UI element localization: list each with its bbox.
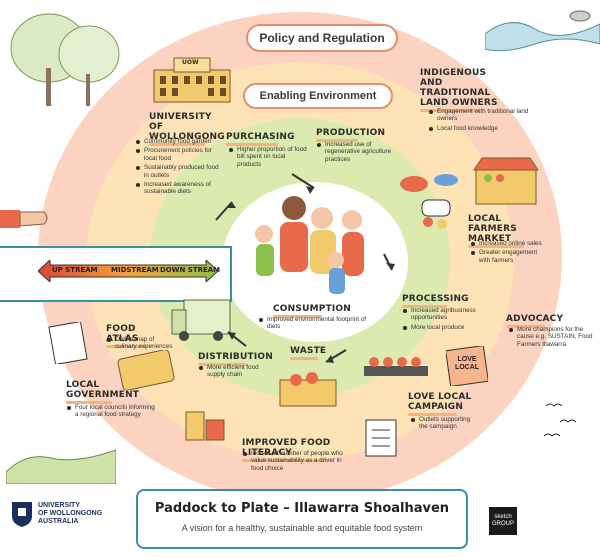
policy-regulation-pill: Policy and Regulation bbox=[246, 24, 398, 52]
boxes-illustration bbox=[279, 372, 337, 407]
advocacy-point-1: More champions for the cause e.g. SUSTAI… bbox=[508, 326, 594, 348]
farmers-market-point-1: Increased online sales bbox=[470, 240, 550, 247]
production-heading: PRODUCTION bbox=[316, 128, 385, 142]
food-atlas-heading: FOOD ATLAS bbox=[106, 324, 164, 348]
love-local-point-1: Outlets supporting the campaign bbox=[410, 416, 474, 431]
uow-heading: UNIVERSITY OF WOLLONGONG bbox=[149, 112, 229, 146]
production-point-1: Increased use of regenerative agricultur… bbox=[316, 141, 404, 163]
market-stall-illustration bbox=[473, 157, 539, 205]
processing-points: Increased agribusiness opportunities Mor… bbox=[402, 307, 492, 333]
uow-point-3: Sustainably produced food in outlets bbox=[135, 164, 223, 179]
distribution-points: More efficient food supply chain bbox=[198, 364, 274, 381]
page-subtitle: A vision for a healthy, sustainable and … bbox=[181, 523, 423, 533]
sketch-badge-line-2: GROUP bbox=[491, 521, 514, 527]
uow-logo-text: UNIVERSITY OF WOLLONGONG AUSTRALIA bbox=[38, 502, 102, 526]
processing-point-1: Increased agribusiness opportunities bbox=[402, 307, 492, 322]
downstream-label: DOWN STREAM bbox=[160, 266, 221, 274]
people-illustration bbox=[255, 196, 364, 294]
farmers-market-point-2: Greater engagement with farmers bbox=[470, 249, 550, 264]
purchasing-heading: PURCHASING bbox=[226, 132, 300, 146]
love-local-sign-text: LOVE LOCAL bbox=[454, 356, 480, 371]
love-local-heading: LOVE LOCAL CAMPAIGN bbox=[408, 392, 478, 416]
local-government-points: Four local councils informing a regional… bbox=[66, 404, 158, 421]
sketch-group-badge: sketch GROUP bbox=[489, 507, 517, 535]
page-title: Paddock to Plate – Illawarra Shoalhaven bbox=[154, 501, 450, 516]
consumption-points: Improved environmental footprint of diet… bbox=[258, 316, 370, 333]
uow-logo-line-1: UNIVERSITY bbox=[38, 502, 81, 509]
distribution-heading: DISTRIBUTION bbox=[198, 352, 273, 366]
stream-arrow bbox=[38, 260, 218, 282]
food-literacy-points: Increased number of people who value sus… bbox=[242, 450, 354, 474]
local-government-point-1: Four local councils informing a regional… bbox=[66, 404, 158, 419]
enabling-environment-pill: Enabling Environment bbox=[243, 83, 393, 109]
uow-point-4: Increased awareness of sustainable diets bbox=[135, 181, 223, 196]
truck-illustration bbox=[171, 299, 231, 341]
love-local-points: Outlets supporting the campaign bbox=[410, 416, 474, 433]
jar-illustration bbox=[185, 411, 225, 441]
food-atlas-points: Online map of culinary experiences bbox=[106, 336, 176, 353]
coast-illustration bbox=[6, 449, 116, 484]
uow-logo-line-2: OF WOLLONGONG bbox=[38, 510, 103, 517]
waste-heading: WASTE bbox=[290, 346, 330, 360]
advocacy-heading: ADVOCACY bbox=[506, 314, 563, 328]
upstream-label: UP STREAM bbox=[52, 266, 98, 274]
uow-logo-line-3: AUSTRALIA bbox=[38, 518, 79, 525]
tree-illustration bbox=[10, 13, 120, 106]
farmers-market-points: Increased online sales Greater engagemen… bbox=[470, 240, 550, 266]
uow-building-sign: UOW bbox=[182, 59, 199, 66]
building-illustration bbox=[153, 57, 231, 103]
purchasing-points: Higher proportion of food bill spent on … bbox=[228, 146, 308, 170]
advocacy-points: More champions for the cause e.g. SUSTAI… bbox=[508, 326, 594, 350]
uow-points: Community food garden Procurement polici… bbox=[135, 138, 223, 198]
title-box: Paddock to Plate – Illawarra Shoalhaven … bbox=[136, 489, 468, 549]
love-local-sign bbox=[446, 346, 488, 386]
birds-illustration bbox=[543, 403, 577, 437]
local-government-heading: LOCAL GOVERNMENT bbox=[66, 380, 139, 404]
food-literacy-heading: IMPROVED FOOD LITERACY bbox=[242, 438, 362, 462]
food-atlas-point-1: Online map of culinary experiences bbox=[106, 336, 176, 351]
production-points: Increased use of regenerative agricultur… bbox=[316, 141, 404, 165]
food-literacy-point-1: Increased number of people who value sus… bbox=[242, 450, 354, 472]
indigenous-point-1: Engagement with traditional land owners bbox=[428, 108, 538, 123]
river-illustration bbox=[485, 10, 600, 52]
conveyor-illustration bbox=[364, 357, 428, 376]
cycle-arrows bbox=[215, 173, 395, 363]
notebook-illustration bbox=[48, 322, 88, 364]
uow-point-1: Community food garden bbox=[135, 138, 223, 145]
sketch-badge-line-1: sketch bbox=[494, 514, 512, 520]
uow-crest-icon bbox=[12, 502, 32, 527]
purchasing-point-1: Higher proportion of food bill spent on … bbox=[228, 146, 308, 168]
indigenous-points: Engagement with traditional land owners … bbox=[428, 108, 538, 134]
consumption-heading: CONSUMPTION bbox=[273, 304, 351, 318]
checklist-illustration bbox=[365, 419, 397, 457]
indigenous-point-2: Local food knowledge bbox=[428, 125, 538, 132]
farmers-market-heading: LOCAL FARMERS MARKET bbox=[468, 214, 548, 248]
processing-heading: PROCESSING bbox=[402, 294, 469, 308]
consumption-point-1: Improved environmental footprint of diet… bbox=[258, 316, 370, 331]
uow-point-2: Procurement policies for local food bbox=[135, 147, 223, 162]
midstream-label: MIDSTREAM bbox=[111, 266, 159, 274]
produce-illustration bbox=[400, 174, 458, 229]
indigenous-heading: INDIGENOUS AND TRADITIONAL LAND OWNERS bbox=[420, 68, 506, 112]
processing-point-2: More local produce bbox=[402, 324, 492, 331]
distribution-point-1: More efficient food supply chain bbox=[198, 364, 274, 379]
hand-illustration bbox=[0, 210, 48, 228]
